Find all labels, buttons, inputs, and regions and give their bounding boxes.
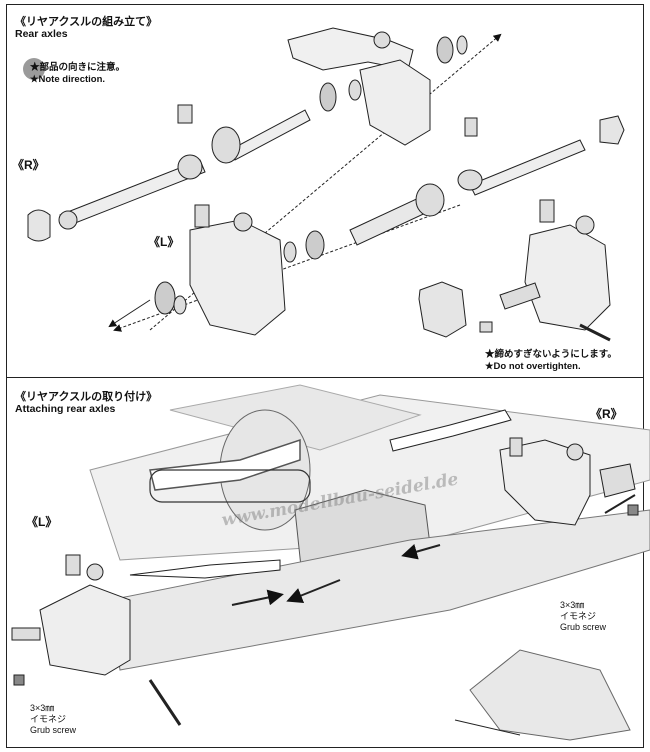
section2-title-jp: 《リヤアクスルの取り付け》 (15, 391, 158, 403)
note-direction-jp: ★部品の向きに注意。 (30, 62, 126, 73)
hub-carrier-mounted-left (39, 584, 131, 676)
page-frame (6, 4, 644, 748)
grub-screw-left-en: Grub screw (30, 725, 77, 735)
label-left-assembly: 《L》 (148, 235, 180, 249)
universal-shaft-2 (469, 139, 586, 196)
inset-detail (469, 649, 631, 741)
axle-cup-right (27, 209, 51, 242)
grub-screw-left (13, 674, 25, 686)
grub-screw-right-size: 3×3㎜ (560, 600, 585, 610)
hub-carrier-right (524, 224, 611, 331)
note-direction-en: ★Note direction. (30, 74, 106, 85)
bearing-1 (319, 82, 337, 112)
universal-shaft (229, 109, 311, 161)
section1-title-jp: 《リヤアクスルの組み立て》 (15, 16, 158, 28)
note-tighten-en: ★Do not overtighten. (485, 361, 581, 372)
hub-carrier-left (189, 219, 286, 336)
grub-screw-left-size: 3×3㎜ (30, 703, 55, 713)
suspension-arm-lower (109, 509, 650, 671)
hub-carrier-mounted-right (499, 439, 591, 526)
section1-title-en: Rear axles (15, 28, 68, 40)
label-left-mount: 《L》 (26, 515, 58, 529)
section2-title-en: Attaching rear axles (15, 403, 116, 415)
bearing-2 (436, 36, 454, 64)
grub-screw-left-jp: イモネジ (30, 714, 67, 724)
grub-screw-right (627, 504, 639, 516)
turnbuckle-lower (129, 559, 281, 579)
bearing-left (154, 281, 176, 315)
caution-badge-icon (23, 58, 45, 80)
section-divider (6, 377, 644, 378)
wheel-hex (418, 281, 467, 338)
hub-carrier-top (359, 59, 431, 146)
pin-coupler (177, 104, 193, 124)
grub-screw-right-jp: イモネジ (560, 611, 597, 621)
note-tighten-jp: ★締めすぎないようにします。 (485, 349, 617, 360)
turnbuckle-callout (149, 469, 311, 503)
label-right-mount: 《R》 (590, 407, 623, 421)
label-right-assembly: 《R》 (12, 158, 45, 172)
grub-screw-right-en: Grub screw (560, 622, 607, 632)
turnbuckle-top (389, 409, 512, 452)
turnbuckle-front (149, 438, 301, 491)
